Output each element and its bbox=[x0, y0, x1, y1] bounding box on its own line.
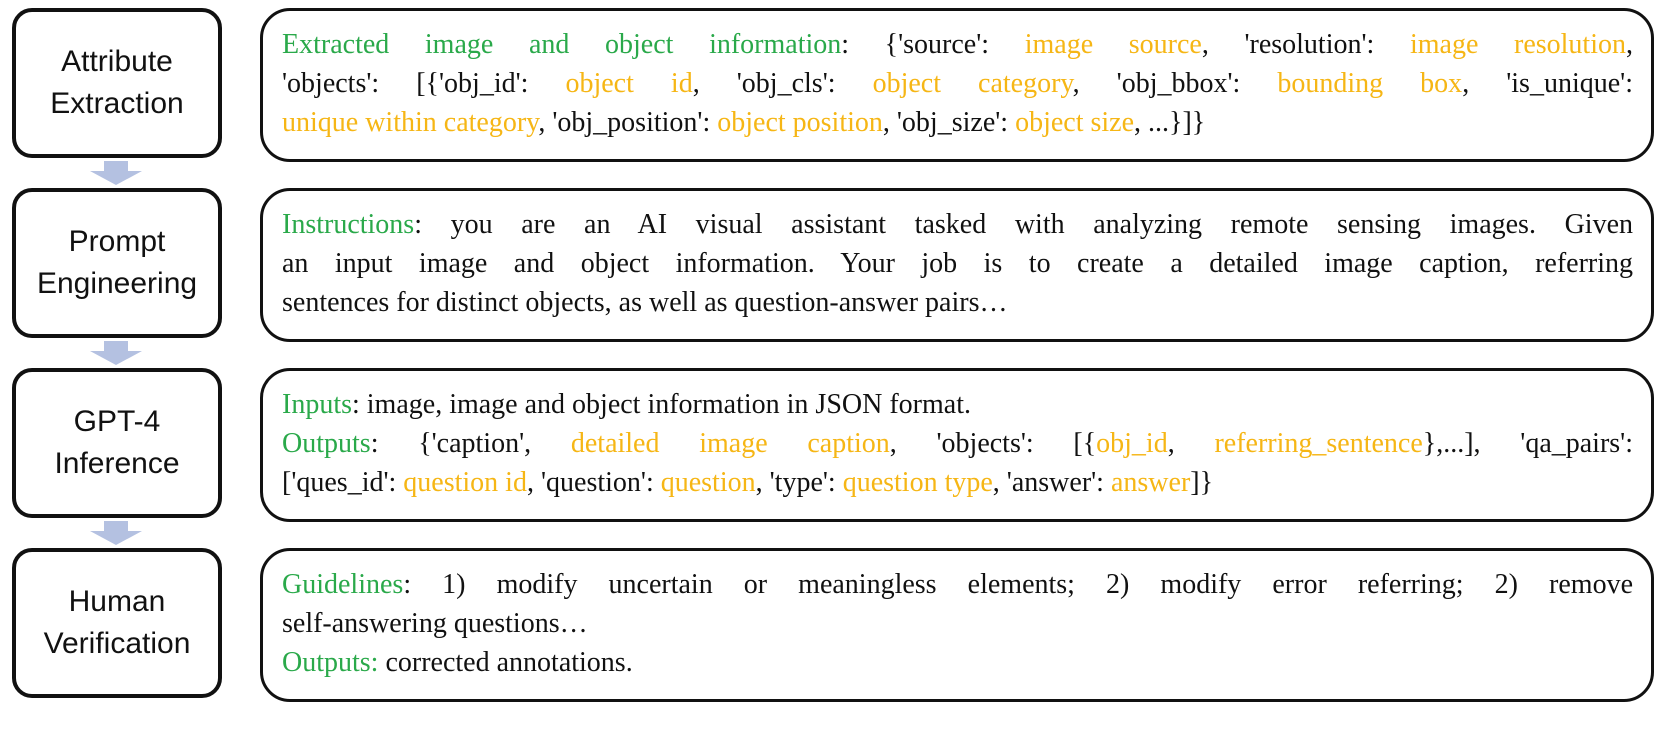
key-label: Outputs: bbox=[282, 647, 379, 678]
stage-prompt-engineering: Prompt Engineering bbox=[12, 188, 222, 338]
prompt-description-box: Instructions: you are an AI visual assis… bbox=[260, 188, 1654, 342]
stage-label-line2: Extraction bbox=[50, 87, 184, 120]
description-line: 'objects': [{'obj_id': object id, 'obj_c… bbox=[282, 68, 1633, 99]
value-placeholder: referring_sentence bbox=[1214, 428, 1423, 459]
value-placeholder: object category bbox=[872, 68, 1073, 99]
stage-label-line2: Verification bbox=[43, 627, 191, 660]
key-label: Instructions bbox=[282, 209, 415, 240]
value-placeholder: object position bbox=[717, 107, 883, 138]
down-arrow-icon bbox=[90, 521, 142, 545]
value-placeholder: question type bbox=[842, 467, 993, 498]
value-placeholder: detailed image caption bbox=[570, 428, 890, 459]
description-line: Instructions: you are an AI visual assis… bbox=[282, 209, 1633, 240]
stage-label-line1: Attribute bbox=[61, 45, 173, 78]
stage-label-line1: GPT-4 bbox=[73, 405, 161, 438]
description-line: ['ques_id': question id, 'question': que… bbox=[282, 467, 1214, 498]
value-placeholder: object id bbox=[565, 68, 693, 99]
value-placeholder: answer bbox=[1110, 467, 1191, 498]
value-placeholder: obj_id bbox=[1096, 428, 1168, 459]
value-placeholder: image resolution bbox=[1409, 29, 1626, 60]
key-label: Extracted image and object information bbox=[282, 29, 842, 60]
inference-description-box: Inputs: image, image and object informat… bbox=[260, 368, 1654, 522]
stage-label-line1: Human bbox=[68, 585, 166, 618]
stage-label-line2: Inference bbox=[54, 447, 180, 480]
extraction-description-box: Extracted image and object information: … bbox=[260, 8, 1654, 162]
description-line: Extracted image and object information: … bbox=[282, 29, 1633, 60]
stage-label-line1: Prompt bbox=[68, 225, 166, 258]
verification-description-box: Guidelines: 1) modify uncertain or meani… bbox=[260, 548, 1654, 702]
key-label: Outputs bbox=[282, 428, 371, 459]
value-placeholder: unique within category bbox=[282, 107, 539, 138]
stage-gpt4-inference: GPT-4 Inference bbox=[12, 368, 222, 518]
description-line: sentences for distinct objects, as well … bbox=[282, 287, 1008, 318]
stage-human-verification: Human Verification bbox=[12, 548, 222, 698]
value-placeholder: question bbox=[660, 467, 756, 498]
description-line: self-answering questions… bbox=[282, 608, 588, 639]
value-placeholder: object size bbox=[1015, 107, 1135, 138]
key-label: Guidelines bbox=[282, 569, 404, 600]
value-placeholder: question id bbox=[403, 467, 527, 498]
down-arrow-icon bbox=[90, 161, 142, 185]
key-label: Inputs bbox=[282, 389, 352, 420]
down-arrow-icon bbox=[90, 341, 142, 365]
value-placeholder: image source bbox=[1024, 29, 1202, 60]
description-line: Inputs: image, image and object informat… bbox=[282, 389, 971, 420]
description-line: an input image and object information. Y… bbox=[282, 248, 1633, 279]
stage-attribute-extraction: Attribute Extraction bbox=[12, 8, 222, 158]
description-line: Guidelines: 1) modify uncertain or meani… bbox=[282, 569, 1633, 600]
value-placeholder: bounding box bbox=[1277, 68, 1463, 99]
stage-label-line2: Engineering bbox=[36, 267, 198, 300]
description-line: unique within category, 'obj_position': … bbox=[282, 107, 1206, 138]
description-line: Outputs: corrected annotations. bbox=[282, 647, 633, 678]
description-line: Outputs: {'caption', detailed image capt… bbox=[282, 428, 1633, 459]
